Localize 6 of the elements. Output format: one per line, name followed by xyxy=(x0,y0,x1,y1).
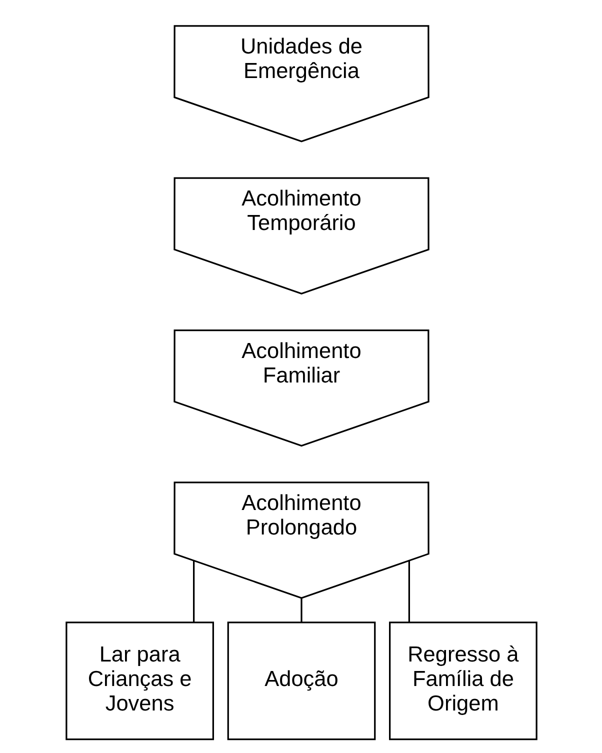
node-box: Lar para Crianças e Jovens xyxy=(65,622,214,740)
node-box: Regresso à Família de Origem xyxy=(388,622,537,740)
connector xyxy=(192,560,194,622)
connector xyxy=(408,560,410,622)
node-box: Adoção xyxy=(226,622,376,740)
connector xyxy=(300,598,302,622)
